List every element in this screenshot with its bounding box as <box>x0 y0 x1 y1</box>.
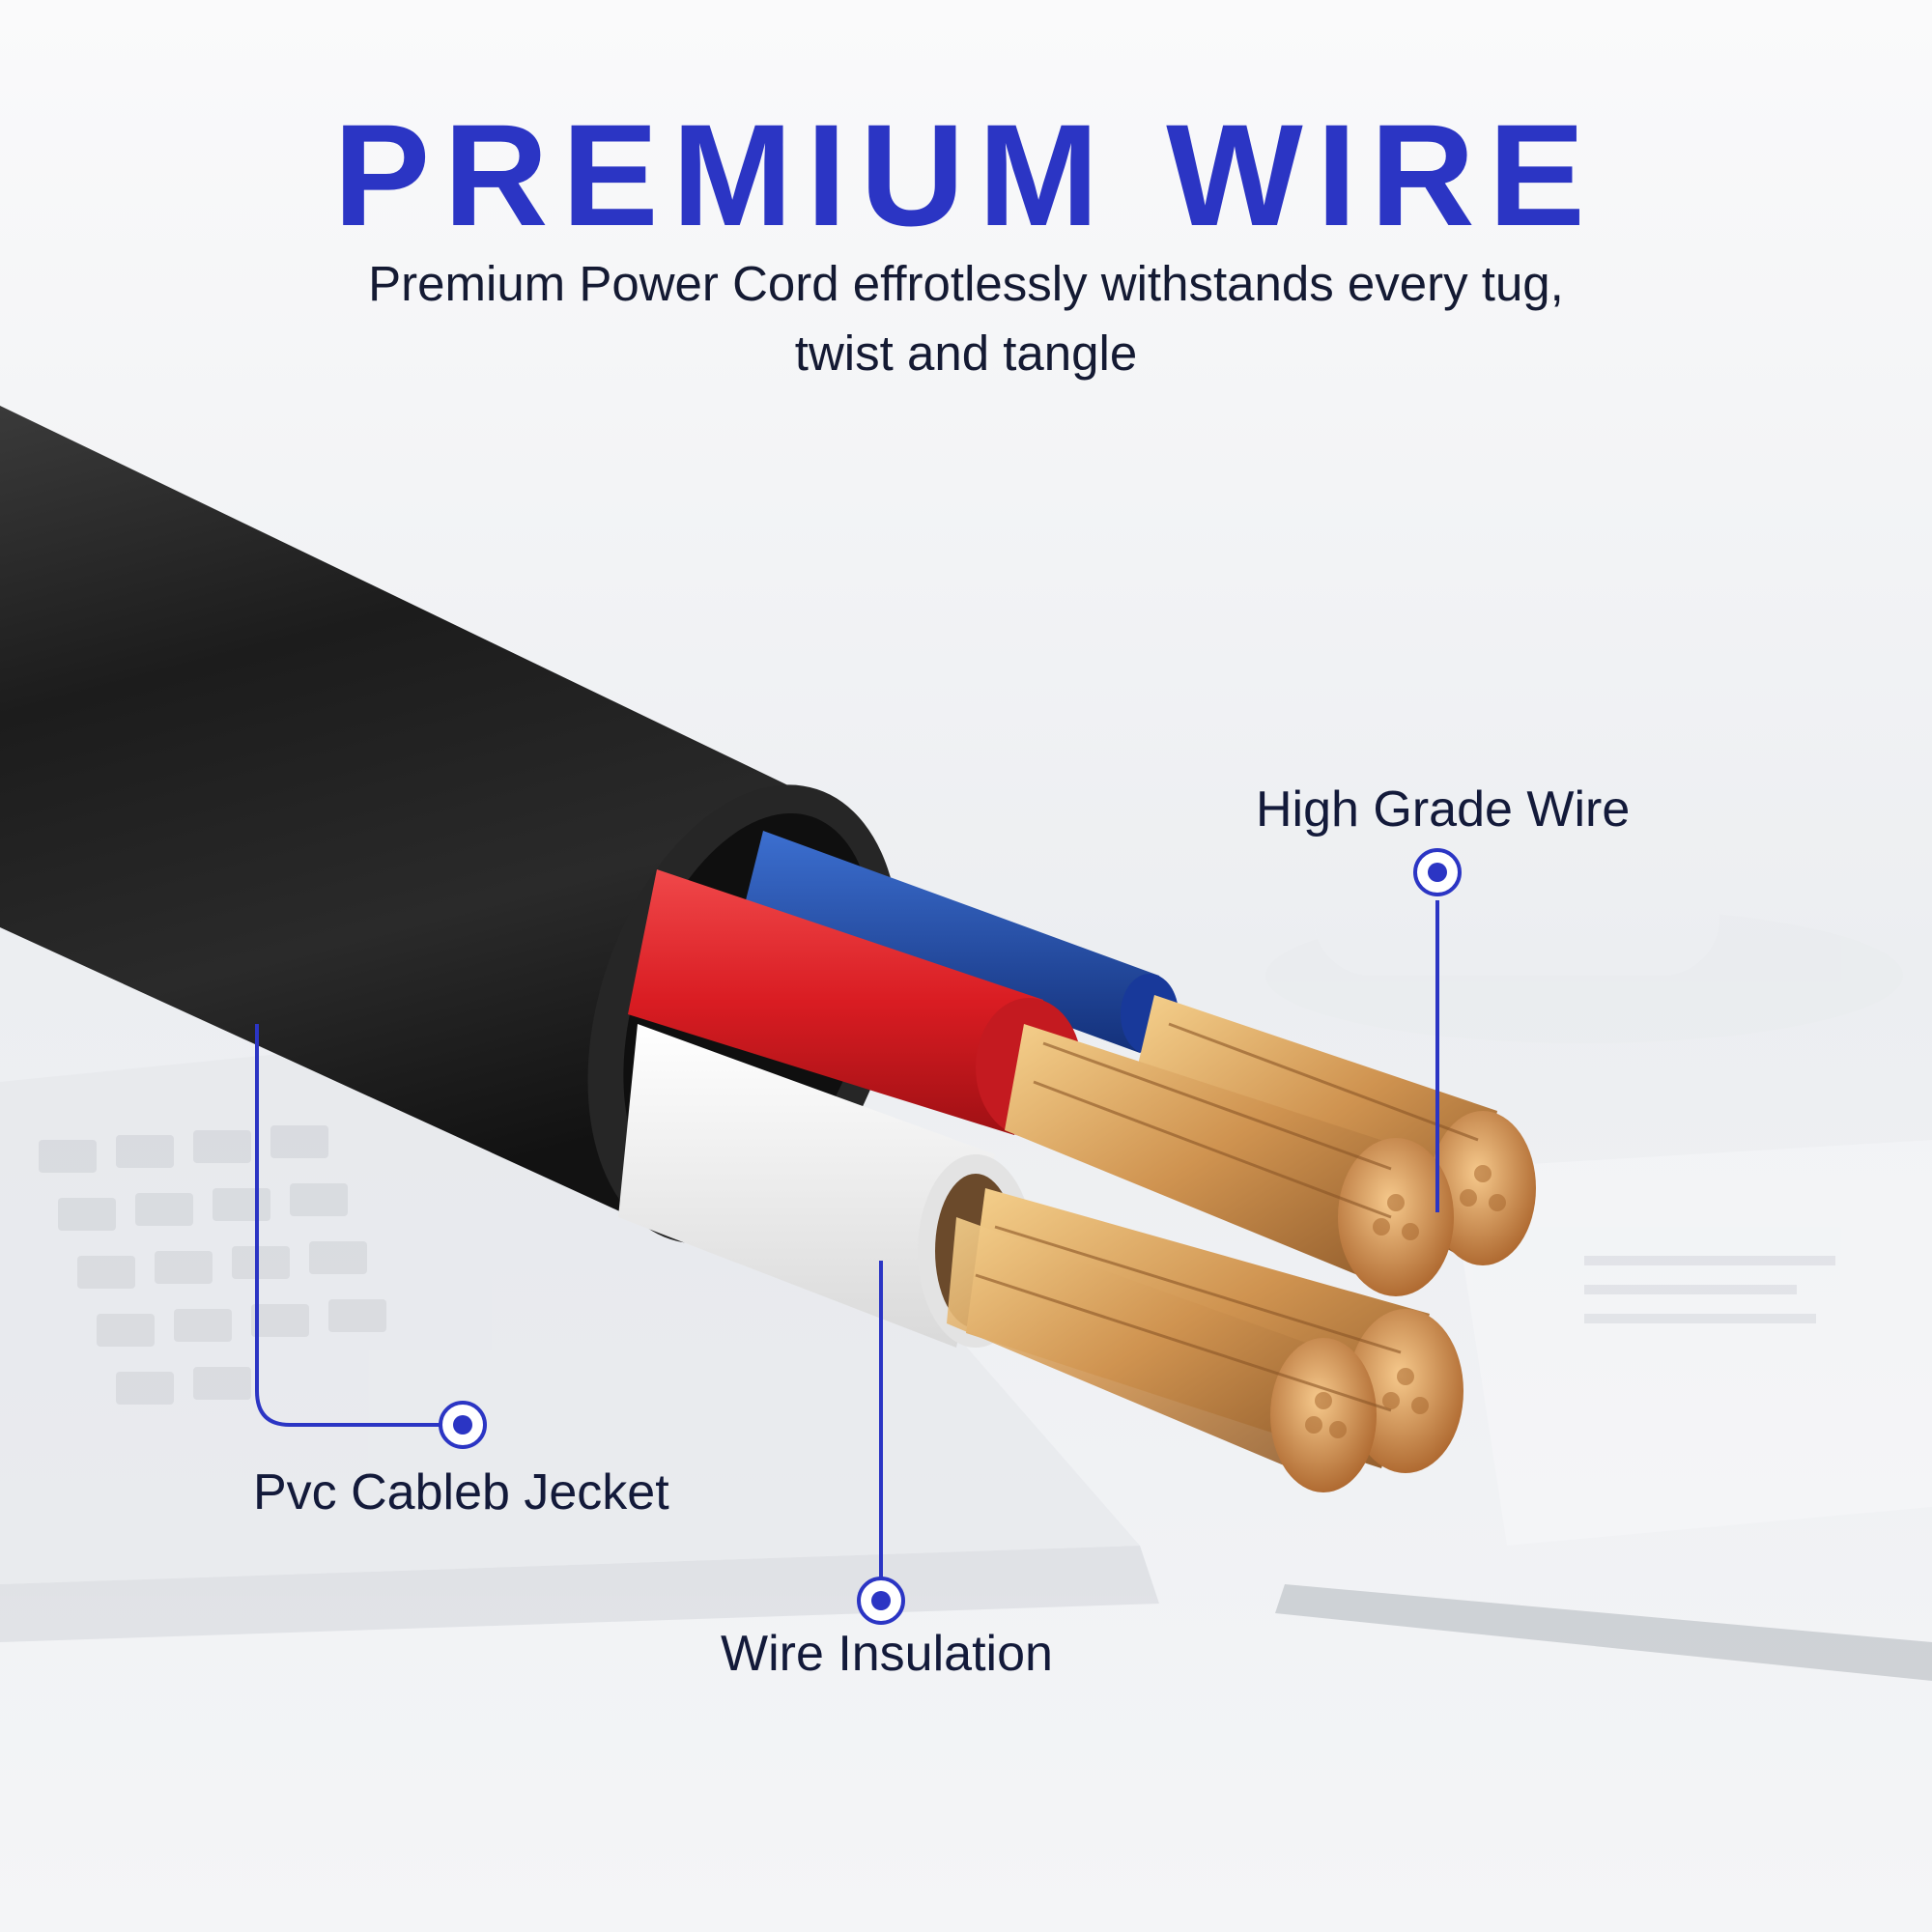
subtitle-line-1: Premium Power Cord effrotlessly withstan… <box>368 256 1564 311</box>
callout-high-grade-wire <box>1413 848 1462 1212</box>
label-high-grade-wire: High Grade Wire <box>1256 781 1631 838</box>
callout-wire-insulation <box>857 1261 905 1625</box>
label-wire-insulation: Wire Insulation <box>721 1626 1053 1682</box>
subtitle-line-2: twist and tangle <box>794 326 1138 381</box>
laptop-background <box>0 1014 1159 1642</box>
callout-pvc-jacket <box>255 1024 487 1449</box>
page-subtitle: Premium Power Cord effrotlessly withstan… <box>242 249 1690 388</box>
page-title: PREMIUM WIRE <box>333 94 1599 256</box>
callout-line <box>255 1024 440 1427</box>
pen-background <box>1275 1584 1932 1681</box>
paper-background <box>1449 1140 1932 1546</box>
copper-conductors <box>947 995 1536 1492</box>
cup-background <box>1265 811 1903 1043</box>
label-pvc-jacket: Pvc Cableb Jecket <box>253 1464 669 1520</box>
